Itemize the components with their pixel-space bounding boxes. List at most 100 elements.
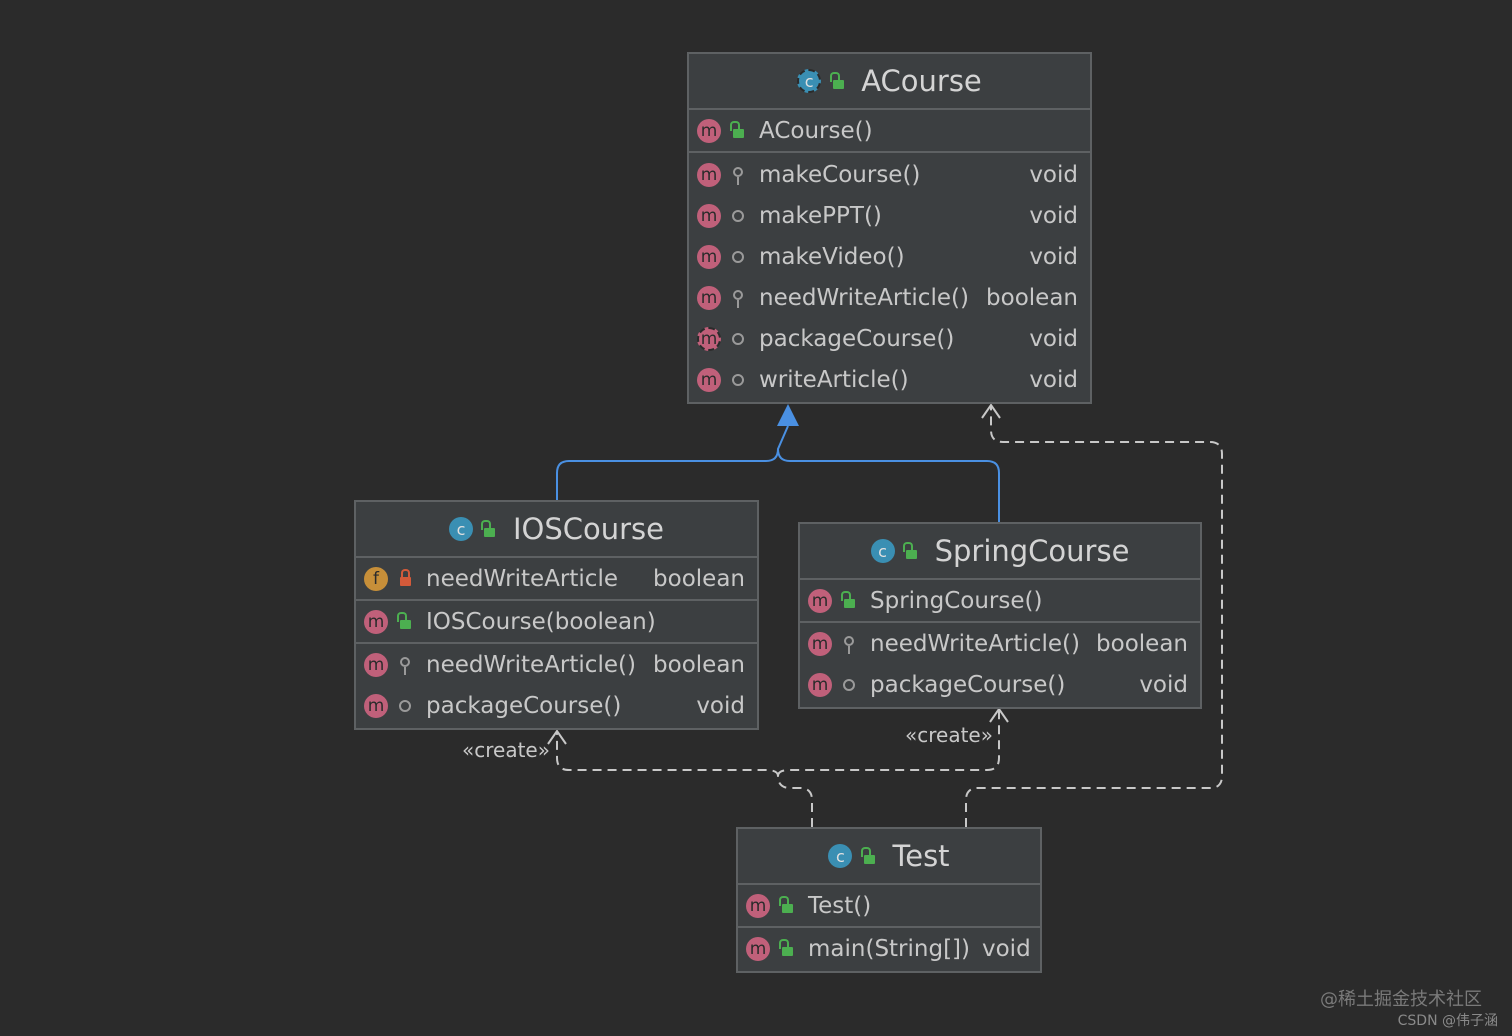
- method-icon: m: [808, 631, 832, 656]
- constructor-row[interactable]: m ACourse(): [689, 110, 1090, 151]
- class-ioscourse[interactable]: c IOSCourse f needWriteArticle boolean m…: [354, 500, 759, 730]
- create-stereotype-ioscourse: «create»: [462, 738, 550, 762]
- method-return-type: void: [982, 935, 1031, 962]
- static-method-icon: m: [746, 936, 770, 961]
- dependency-line-test-springcourse: [777, 710, 1000, 777]
- dependency-line-test-ioscourse: [556, 732, 813, 827]
- method-name: needWriteArticle(): [426, 651, 636, 678]
- fields-section: f needWriteArticle boolean: [356, 558, 757, 601]
- class-icon: c: [448, 517, 473, 541]
- class-test[interactable]: c Test m Test() m main(String[]) void: [736, 827, 1042, 973]
- method-return-type: boolean: [1096, 630, 1188, 657]
- method-return-type: void: [1029, 325, 1078, 352]
- class-name: SpringCourse: [934, 534, 1130, 568]
- method-icon: m: [364, 652, 388, 677]
- public-lock-icon: [903, 541, 921, 561]
- constructor-row[interactable]: m IOSCourse(boolean): [356, 601, 757, 642]
- method-name: needWriteArticle(): [870, 630, 1080, 657]
- protected-key-icon: [396, 655, 414, 675]
- package-private-icon: [396, 696, 414, 716]
- method-name: makeVideo(): [759, 243, 905, 270]
- public-lock-icon: [829, 71, 847, 91]
- protected-key-icon: [840, 634, 858, 654]
- runnable-class-icon: c: [828, 844, 853, 868]
- inheritance-line-springcourse: [777, 448, 1000, 522]
- package-private-icon: [729, 206, 747, 226]
- method-row[interactable]: m needWriteArticle() boolean: [689, 277, 1090, 318]
- method-name: writeArticle(): [759, 366, 909, 393]
- public-lock-icon: [778, 896, 796, 916]
- abstract-method-icon: m: [697, 162, 721, 187]
- method-icon: m: [364, 609, 388, 634]
- constructors-section: m IOSCourse(boolean): [356, 601, 757, 644]
- class-springcourse[interactable]: c SpringCourse m SpringCourse() m needWr…: [798, 522, 1202, 709]
- method-return-type: boolean: [986, 284, 1078, 311]
- method-icon: m: [697, 118, 721, 143]
- constructor-name: Test(): [808, 892, 872, 919]
- method-row[interactable]: m packageCourse() void: [689, 318, 1090, 359]
- method-return-type: void: [1029, 366, 1078, 393]
- public-lock-icon: [778, 939, 796, 959]
- class-name: ACourse: [861, 64, 982, 98]
- protected-key-icon: [729, 288, 747, 308]
- field-row[interactable]: f needWriteArticle boolean: [356, 558, 757, 599]
- constructor-name: SpringCourse(): [870, 587, 1043, 614]
- method-row[interactable]: m needWriteArticle() boolean: [356, 644, 757, 685]
- method-return-type: void: [1139, 671, 1188, 698]
- class-header: c SpringCourse: [800, 524, 1200, 580]
- package-private-icon: [840, 675, 858, 695]
- class-header: c ACourse: [689, 54, 1090, 110]
- methods-section: m needWriteArticle() boolean m packageCo…: [356, 644, 757, 726]
- abstract-method-icon: m: [697, 367, 721, 392]
- watermark-csdn: CSDN @伟子涵: [1397, 1013, 1498, 1029]
- inheritance-line-ioscourse: [556, 425, 789, 500]
- method-row[interactable]: m packageCourse() void: [356, 685, 757, 726]
- dependency-arrow-springcourse: [989, 707, 1009, 723]
- method-return-type: void: [1029, 243, 1078, 270]
- constructor-row[interactable]: m Test(): [738, 885, 1040, 926]
- watermark-juejin: @稀土掘金技术社区: [1320, 989, 1482, 1010]
- method-row[interactable]: m makeCourse() void: [689, 154, 1090, 195]
- final-method-icon: m: [697, 326, 721, 351]
- class-name: IOSCourse: [512, 512, 665, 546]
- method-row[interactable]: m main(String[]) void: [738, 928, 1040, 969]
- field-icon: f: [364, 566, 388, 591]
- method-row[interactable]: m makeVideo() void: [689, 236, 1090, 277]
- method-row[interactable]: m needWriteArticle() boolean: [800, 623, 1200, 664]
- method-return-type: boolean: [653, 651, 745, 678]
- constructor-name: IOSCourse(boolean): [426, 608, 656, 635]
- constructors-section: m ACourse(): [689, 110, 1090, 153]
- method-name: main(String[]): [808, 935, 970, 962]
- method-row[interactable]: m makePPT() void: [689, 195, 1090, 236]
- method-icon: m: [808, 588, 832, 613]
- public-lock-icon: [481, 519, 499, 539]
- method-row[interactable]: m packageCourse() void: [800, 664, 1200, 705]
- abstract-method-icon: m: [697, 244, 721, 269]
- constructors-section: m Test(): [738, 885, 1040, 928]
- class-acourse[interactable]: c ACourse m ACourse() m makeCourse() voi…: [687, 52, 1092, 404]
- method-icon: m: [364, 693, 388, 718]
- create-stereotype-springcourse: «create»: [905, 723, 993, 747]
- abstract-method-icon: m: [697, 203, 721, 228]
- method-name: packageCourse(): [870, 671, 1066, 698]
- field-name: needWriteArticle: [426, 565, 618, 592]
- public-lock-icon: [396, 612, 414, 632]
- constructor-row[interactable]: m SpringCourse(): [800, 580, 1200, 621]
- class-header: c IOSCourse: [356, 502, 757, 558]
- dependency-arrow-ioscourse: [547, 729, 567, 745]
- constructors-section: m SpringCourse(): [800, 580, 1200, 623]
- method-name: packageCourse(): [759, 325, 955, 352]
- public-lock-icon: [729, 121, 747, 141]
- abstract-class-icon: c: [797, 69, 822, 93]
- method-icon: m: [697, 285, 721, 310]
- method-return-type: void: [696, 692, 745, 719]
- public-lock-icon: [840, 591, 858, 611]
- methods-section: m main(String[]) void: [738, 928, 1040, 969]
- method-icon: m: [746, 893, 770, 918]
- method-return-type: void: [1029, 202, 1078, 229]
- method-name: makeCourse(): [759, 161, 921, 188]
- method-row[interactable]: m writeArticle() void: [689, 359, 1090, 400]
- field-type: boolean: [653, 565, 745, 592]
- public-lock-icon: [860, 846, 878, 866]
